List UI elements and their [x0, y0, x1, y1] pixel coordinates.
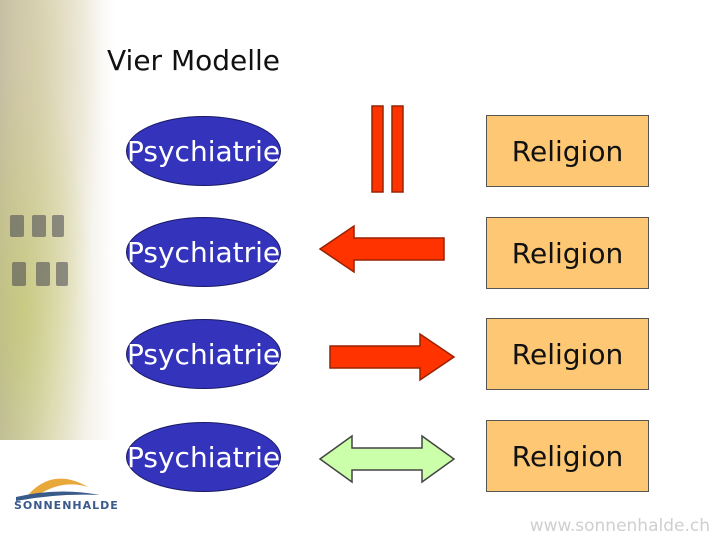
parallel-bars-icon — [371, 105, 404, 193]
religion-box-2: Religion — [486, 217, 649, 289]
sonnenhalde-logo — [16, 478, 100, 501]
psychiatrie-oval-4: Psychiatrie — [126, 422, 281, 492]
logo-text: SONNENHALDE — [14, 499, 119, 512]
religion-box-1: Religion — [486, 115, 649, 187]
double-arrow-icon — [318, 434, 456, 484]
arrow-left-icon — [318, 224, 445, 274]
psychiatrie-oval-3: Psychiatrie — [126, 319, 281, 389]
slide-title: Vier Modelle — [107, 44, 281, 77]
psychiatrie-oval-1: Psychiatrie — [126, 116, 281, 186]
arrow-right-icon — [329, 332, 456, 382]
footer-url: www.sonnenhalde.ch — [529, 516, 710, 536]
background-photo — [0, 0, 115, 440]
religion-box-3: Religion — [486, 318, 649, 390]
psychiatrie-oval-2: Psychiatrie — [126, 217, 281, 287]
religion-box-4: Religion — [486, 420, 649, 492]
